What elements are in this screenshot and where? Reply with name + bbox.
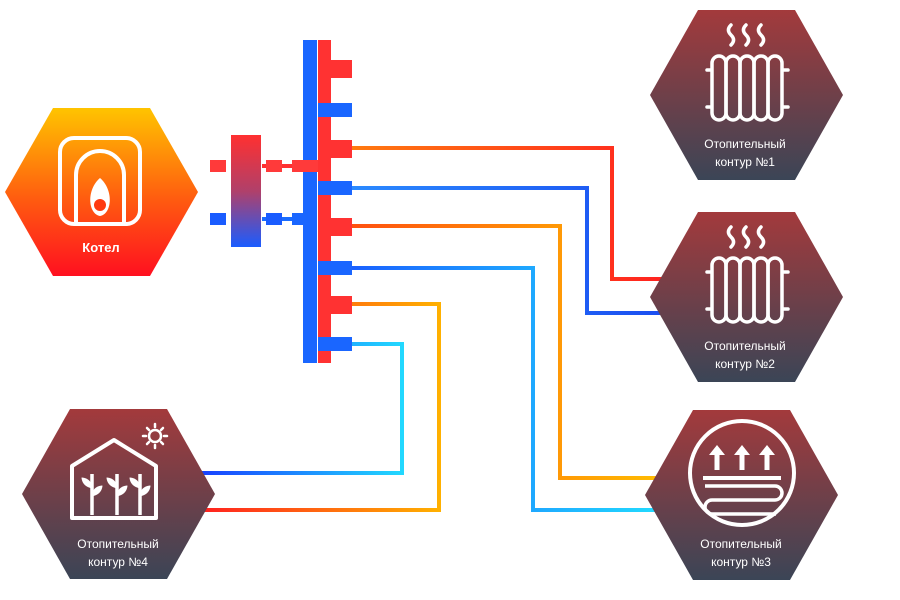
circuit-4-label-line2: контур №4 xyxy=(88,555,148,569)
circuit-2-label-line1: Отопительный xyxy=(704,339,785,353)
circuit-1-label-line1: Отопительный xyxy=(704,137,785,151)
supply-collector xyxy=(318,40,331,363)
pipe-circuit2-return xyxy=(352,186,672,315)
sun-icon xyxy=(141,422,169,450)
pipe-circuit2-supply xyxy=(352,146,672,281)
circuit-3-label-line2: контур №3 xyxy=(711,555,771,569)
circuit-1-label-line2: контур №1 xyxy=(715,155,775,169)
circuit-node-2: Отопительный контур №2 xyxy=(650,212,843,382)
pipe-circuit3-return xyxy=(352,266,672,512)
boiler-node: Котел xyxy=(5,108,198,276)
circuit-2-label-line2: контур №2 xyxy=(715,357,775,371)
circuit-4-label-line1: Отопительный xyxy=(77,537,158,551)
pipe-circuit4-return xyxy=(200,342,404,475)
pipes xyxy=(180,66,672,512)
underfloor-heating-icon xyxy=(688,419,796,527)
pipe-circuit3-supply xyxy=(352,224,672,480)
circuit-node-3: Отопительный контур №3 xyxy=(645,410,838,580)
radiator-icon xyxy=(705,225,790,324)
greenhouse-icon xyxy=(70,438,158,520)
pipe-circuit4-supply xyxy=(200,302,441,512)
boiler-icon xyxy=(58,136,142,226)
circuit-node-1: Отопительный контур №1 xyxy=(650,10,843,180)
radiator-icon xyxy=(705,23,790,122)
circuit-node-4: Отопительный контур №4 xyxy=(22,409,215,579)
manifold xyxy=(292,40,352,363)
return-collector xyxy=(303,40,317,363)
boiler-label: Котел xyxy=(82,240,119,255)
hydraulic-separator xyxy=(210,135,282,247)
circuit-3-label-line1: Отопительный xyxy=(700,537,781,551)
